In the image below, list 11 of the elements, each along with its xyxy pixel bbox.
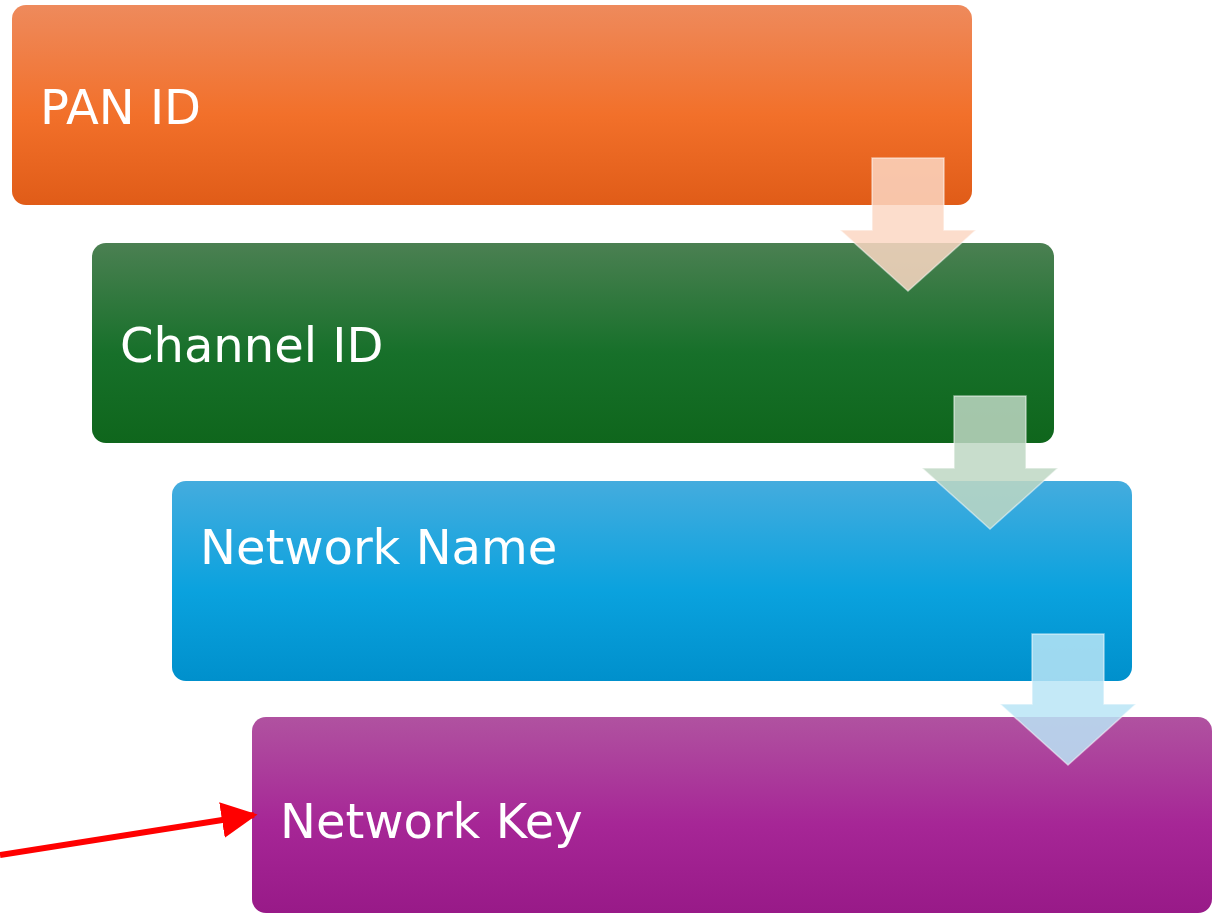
process-box bbox=[252, 717, 1212, 913]
process-box bbox=[172, 481, 1132, 681]
box-label: Channel ID bbox=[120, 321, 384, 369]
process-box bbox=[12, 5, 972, 205]
block-arrow bbox=[920, 395, 1060, 530]
process-box bbox=[92, 243, 1054, 443]
arrow bbox=[0, 802, 258, 858]
box-label: PAN ID bbox=[40, 83, 201, 131]
box-label: Network Name bbox=[200, 523, 558, 571]
block-arrow bbox=[998, 633, 1138, 766]
block-arrow bbox=[838, 157, 978, 292]
